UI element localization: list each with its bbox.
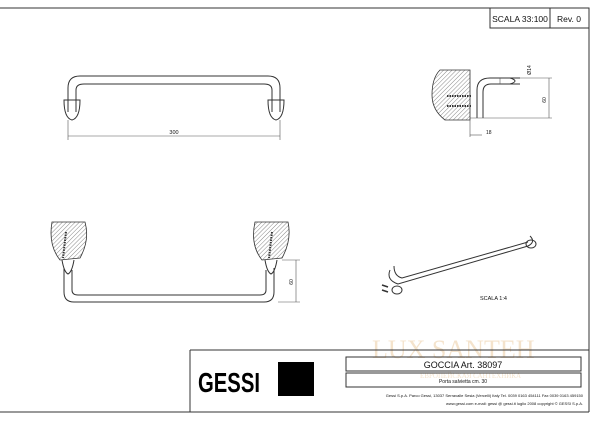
height-dimension: 60 [289, 279, 295, 285]
product-description: Porta salvietta cm. 30 [439, 379, 487, 385]
title-block: GESSI GOCCIA Art. 38097 Porta salvietta … [189, 349, 589, 412]
offset-dimension: 18 [486, 130, 492, 136]
diameter-dimension: Ø14 [527, 65, 533, 75]
bottom-view: 60 [50, 221, 300, 303]
perspective-view: SCALA 1:4 [381, 235, 537, 302]
company-address: Gessi S.p.A. Parco Gessi, 13037 Serraval… [386, 393, 584, 398]
company-contact: www.gessi.com e-mail: gessi @ gessi.it l… [446, 401, 583, 406]
scale-label: SCALA 33:100 [492, 14, 548, 24]
revision-label: Rev. 0 [557, 14, 581, 24]
side-view: 60 Ø14 18 [431, 65, 552, 137]
svg-text:ЕВРОПЕЙСКАЯ САНТЕХНИКА: ЕВРОПЕЙСКАЯ САНТЕХНИКА [420, 372, 521, 380]
depth-dimension: 60 [542, 97, 548, 103]
product-title: GOCCIA Art. 38097 [424, 360, 503, 370]
width-dimension: 300 [169, 130, 178, 136]
front-view: 300 [63, 75, 285, 140]
gessi-logo: GESSI [198, 367, 260, 398]
perspective-scale-label: SCALA 1:4 [480, 296, 507, 302]
logo-square [278, 362, 314, 396]
scale-box: SCALA 33:100 Rev. 0 [489, 7, 590, 29]
